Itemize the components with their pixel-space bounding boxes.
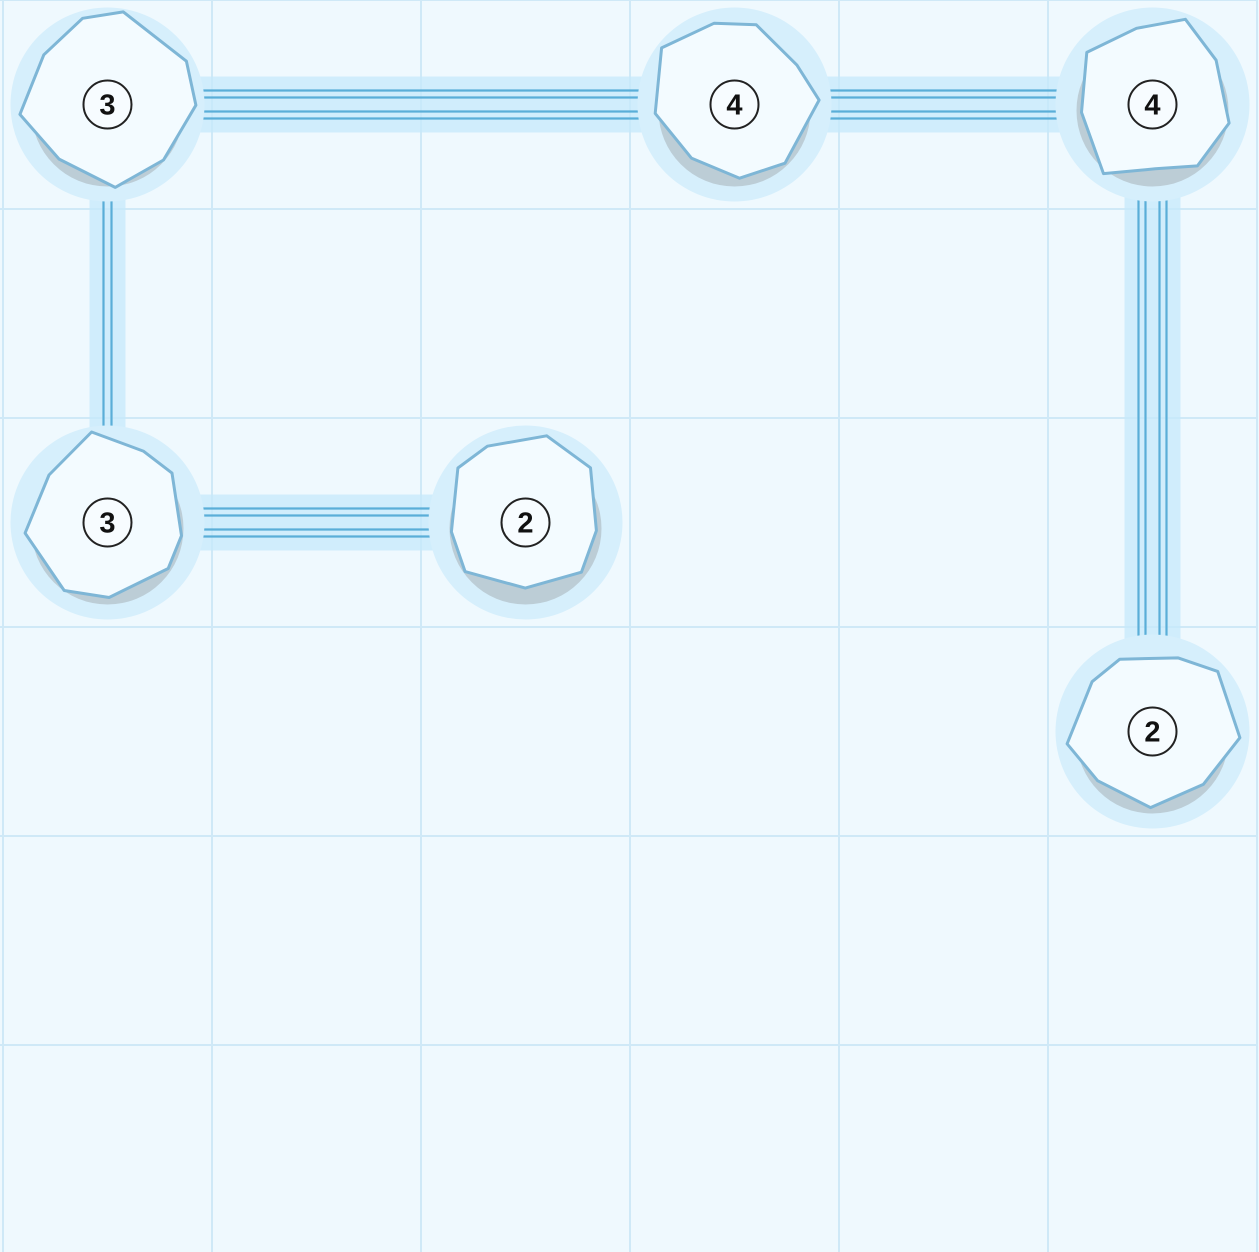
island-number-ring	[1127, 706, 1178, 757]
island-f[interactable]: 2	[1055, 634, 1250, 829]
island-number: 4	[1144, 90, 1160, 122]
island-number: 2	[1144, 717, 1160, 749]
islands: 3 4 4 3 2 2	[10, 7, 1250, 829]
bridge-glow	[107, 76, 735, 133]
bridge-a-b[interactable]	[107, 76, 735, 133]
bridge-glow	[1124, 104, 1181, 732]
bridges	[89, 76, 1181, 732]
bridge-c-f[interactable]	[1124, 104, 1181, 732]
island-number-ring	[709, 79, 760, 130]
island-c[interactable]: 4	[1055, 7, 1250, 202]
island-a[interactable]: 3	[10, 7, 205, 202]
island-number: 3	[99, 508, 115, 540]
island-number-ring	[1127, 79, 1178, 130]
island-e[interactable]: 2	[428, 425, 623, 620]
island-d[interactable]: 3	[10, 425, 205, 620]
island-number: 3	[99, 90, 115, 122]
island-number-ring	[82, 79, 133, 130]
island-b[interactable]: 4	[637, 7, 832, 202]
island-number: 2	[517, 508, 533, 540]
island-number-ring	[82, 497, 133, 548]
island-number: 4	[726, 90, 742, 122]
island-number-ring	[500, 497, 551, 548]
